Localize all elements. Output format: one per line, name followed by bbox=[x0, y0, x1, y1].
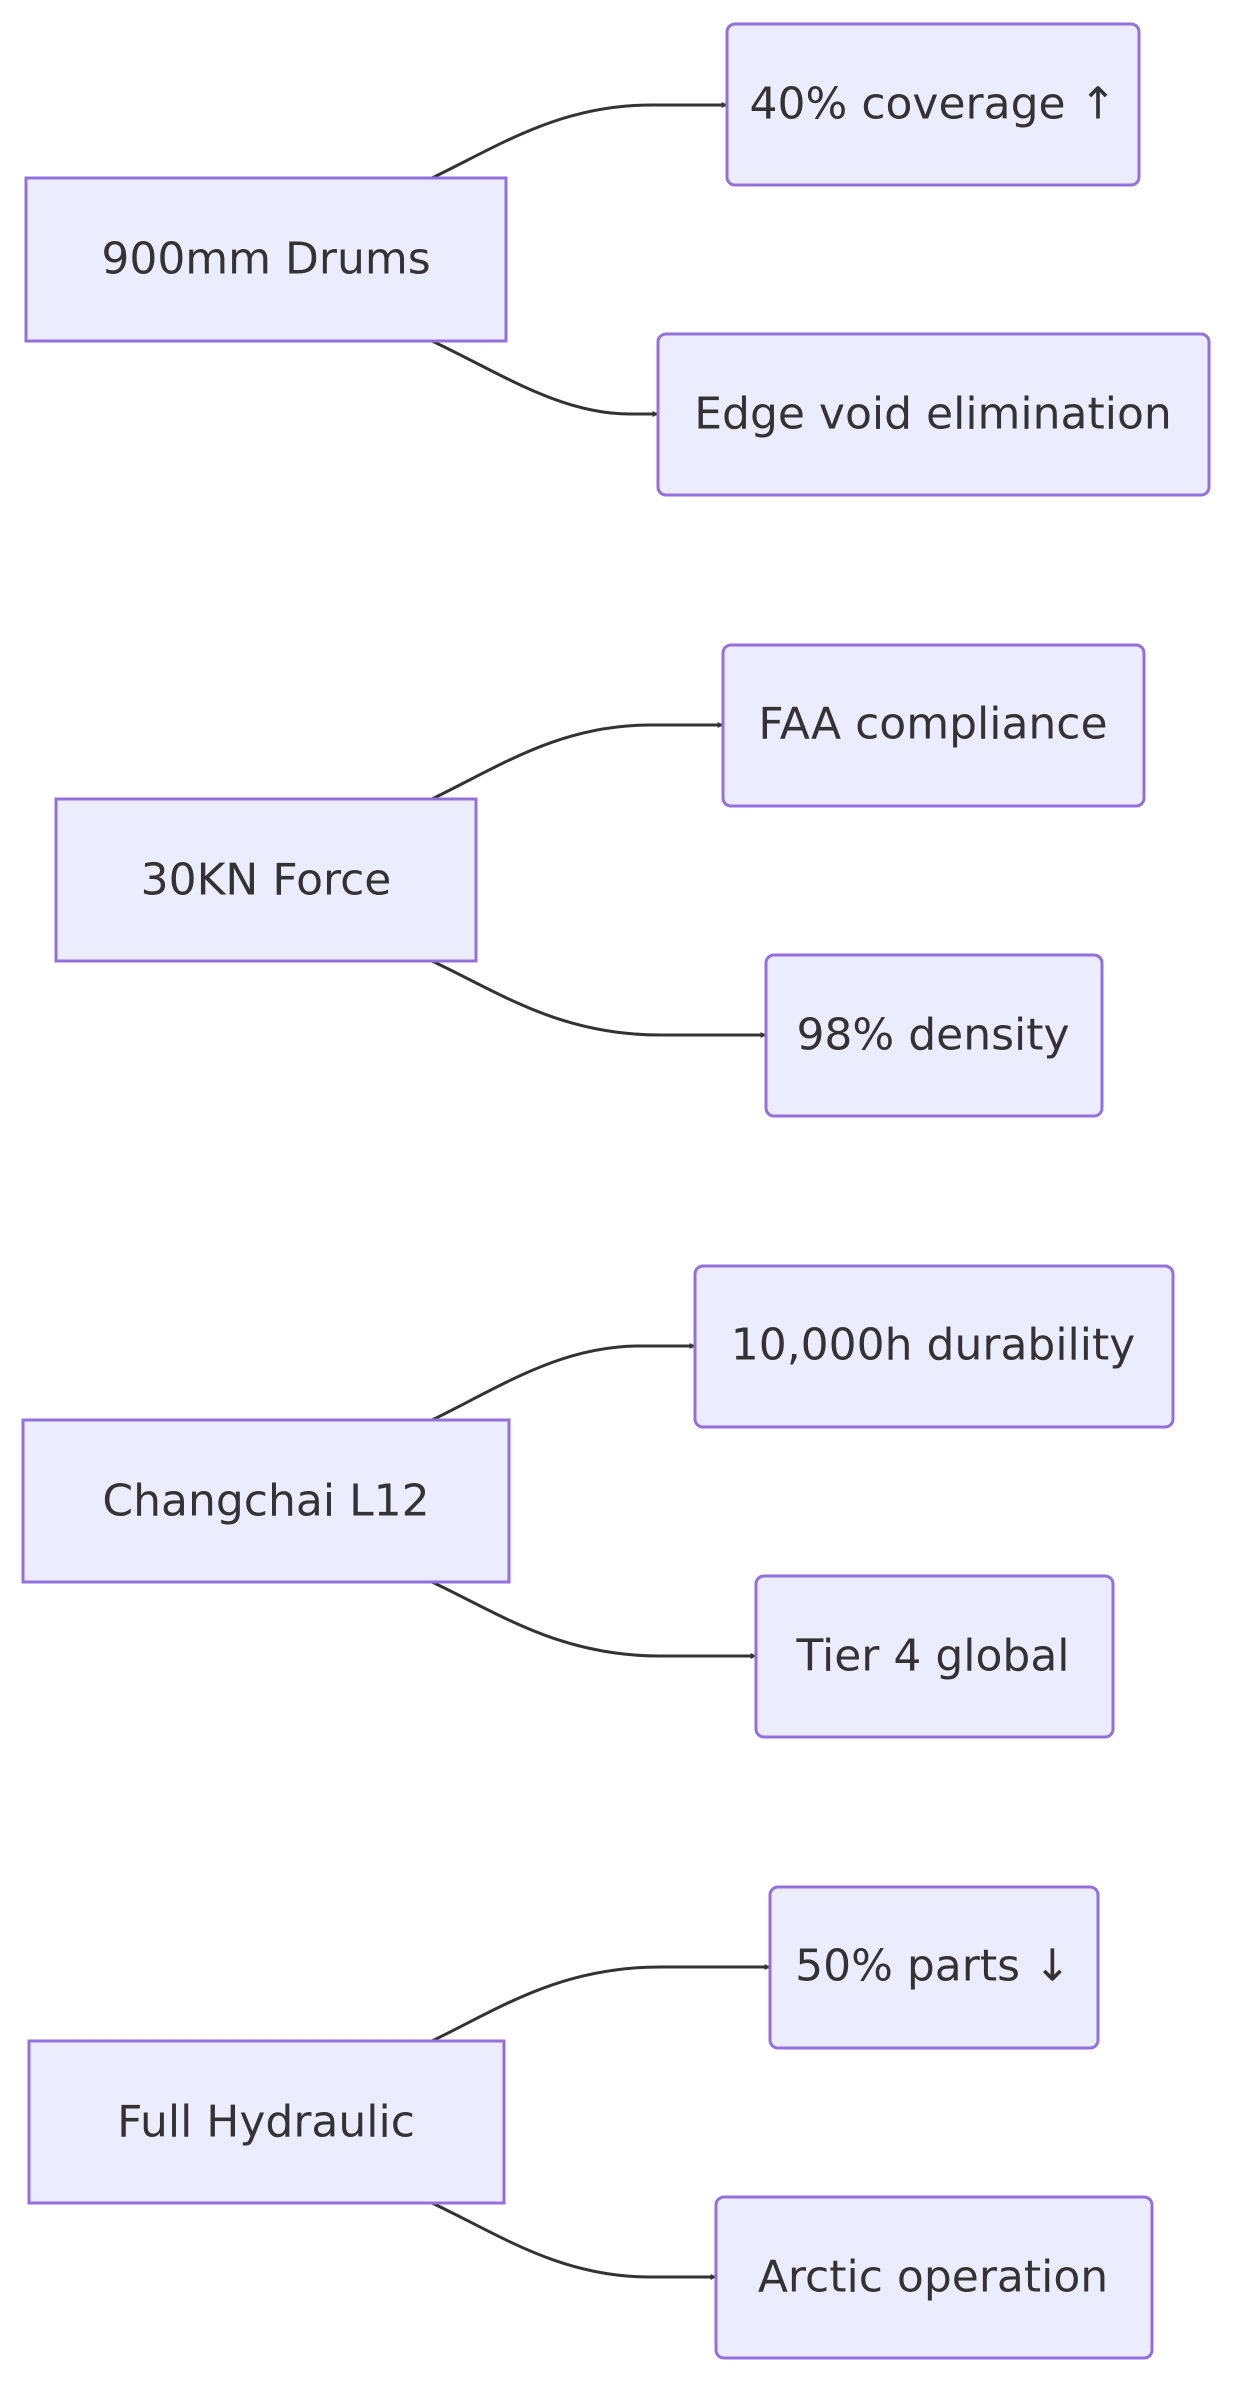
target-node-1b: Edge void elimination bbox=[656, 332, 1211, 497]
target-node-1b-label: Edge void elimination bbox=[694, 389, 1172, 440]
source-node-4-label: Full Hydraulic bbox=[117, 2097, 415, 2148]
target-node-4a: 50% parts ↓ bbox=[768, 1885, 1100, 2050]
target-node-3b-label: Tier 4 global bbox=[795, 1631, 1069, 1682]
source-node-2-label: 30KN Force bbox=[141, 855, 392, 906]
target-node-4b-label: Arctic operation bbox=[758, 2252, 1108, 2303]
group-1: 900mm Drums 40% coverage ↑ Edge void eli… bbox=[24, 22, 1211, 497]
target-node-2a-label: FAA compliance bbox=[758, 699, 1107, 750]
edge-4a bbox=[431, 1964, 771, 2043]
source-node-1-label: 900mm Drums bbox=[101, 234, 430, 285]
target-node-3a: 10,000h durability bbox=[693, 1264, 1175, 1429]
edge-3a bbox=[431, 1343, 696, 1422]
group-2: 30KN Force FAA compliance 98% density bbox=[54, 643, 1146, 1118]
target-node-4a-label: 50% parts ↓ bbox=[795, 1941, 1071, 1992]
edge-1b bbox=[431, 339, 659, 417]
source-node-3-label: Changchai L12 bbox=[102, 1476, 429, 1527]
edge-4b bbox=[431, 2201, 717, 2280]
source-node-4: Full Hydraulic bbox=[27, 2039, 506, 2205]
target-node-1a-label: 40% coverage ↑ bbox=[750, 79, 1117, 130]
target-node-4b: Arctic operation bbox=[714, 2195, 1154, 2360]
source-node-2: 30KN Force bbox=[54, 797, 478, 963]
target-node-2a: FAA compliance bbox=[721, 643, 1146, 808]
target-node-1a: 40% coverage ↑ bbox=[725, 22, 1141, 187]
edge-2b bbox=[431, 959, 767, 1038]
target-node-2b-label: 98% density bbox=[796, 1010, 1069, 1061]
edge-1a bbox=[431, 102, 728, 180]
edge-2a bbox=[431, 722, 724, 801]
source-node-3: Changchai L12 bbox=[21, 1418, 511, 1584]
edge-3b bbox=[431, 1580, 757, 1659]
target-node-2b: 98% density bbox=[764, 953, 1104, 1118]
source-node-1: 900mm Drums bbox=[24, 176, 508, 343]
target-node-3a-label: 10,000h durability bbox=[731, 1320, 1136, 1371]
group-4: Full Hydraulic 50% parts ↓ Arctic operat… bbox=[27, 1885, 1154, 2360]
group-3: Changchai L12 10,000h durability Tier 4 … bbox=[21, 1264, 1175, 1739]
target-node-3b: Tier 4 global bbox=[754, 1574, 1115, 1739]
